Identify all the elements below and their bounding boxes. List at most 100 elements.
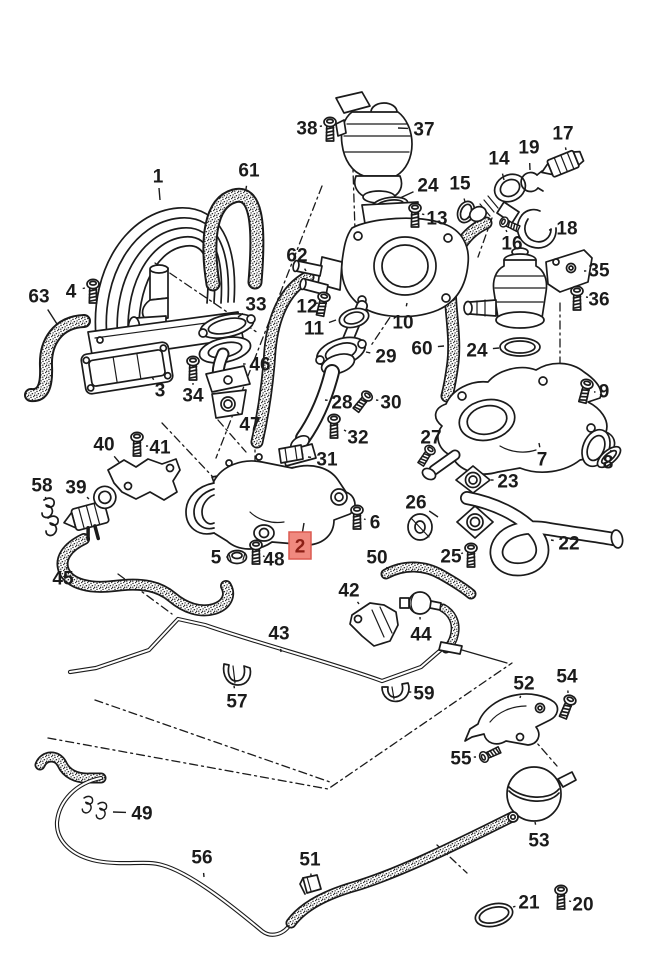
part-number-14[interactable]: 14 [488, 149, 510, 170]
part-label-49[interactable]: 49 [112, 804, 153, 825]
part-label-24[interactable]: 24 [466, 341, 500, 362]
part-label-3[interactable]: 3 [151, 376, 165, 402]
part-label-44[interactable]: 44 [410, 616, 432, 646]
part-label-48[interactable]: 48 [262, 550, 285, 571]
part-number-21[interactable]: 21 [518, 893, 540, 914]
part-number-46[interactable]: 46 [249, 355, 270, 376]
part-number-2[interactable]: 2 [295, 537, 306, 558]
part-number-53[interactable]: 53 [528, 831, 549, 852]
part-label-40[interactable]: 40 [93, 435, 120, 463]
part-label-39[interactable]: 39 [65, 478, 90, 500]
part-label-57[interactable]: 57 [226, 685, 248, 713]
part-label-5[interactable]: 5 [211, 548, 228, 569]
part-number-24[interactable]: 24 [417, 176, 439, 197]
part-label-21[interactable]: 21 [512, 893, 540, 914]
part-label-33[interactable]: 33 [237, 295, 267, 318]
part-label-62[interactable]: 62 [286, 246, 308, 272]
part-number-13[interactable]: 13 [426, 209, 447, 230]
part-number-43[interactable]: 43 [268, 624, 289, 645]
part-number-23[interactable]: 23 [497, 472, 518, 493]
part-number-17[interactable]: 17 [552, 124, 573, 145]
part-number-7[interactable]: 7 [537, 450, 548, 471]
part-number-34[interactable]: 34 [182, 386, 204, 407]
part-number-20[interactable]: 20 [572, 895, 593, 916]
part-label-43[interactable]: 43 [268, 624, 290, 653]
part-number-49[interactable]: 49 [131, 804, 152, 825]
part-label-61[interactable]: 61 [238, 161, 260, 190]
part-number-52[interactable]: 52 [513, 674, 534, 695]
part-label-42[interactable]: 42 [338, 581, 360, 605]
part-label-30[interactable]: 30 [375, 393, 402, 414]
part-label-16[interactable]: 16 [501, 229, 523, 255]
part-number-36[interactable]: 36 [588, 290, 609, 311]
part-label-41[interactable]: 41 [145, 438, 171, 459]
part-label-52[interactable]: 52 [513, 674, 535, 699]
part-number-59[interactable]: 59 [413, 684, 434, 705]
part-label-7[interactable]: 7 [537, 442, 548, 471]
part-label-35[interactable]: 35 [583, 261, 610, 282]
part-number-47[interactable]: 47 [239, 415, 260, 436]
part-number-40[interactable]: 40 [93, 435, 114, 456]
part-number-56[interactable]: 56 [191, 848, 212, 869]
part-number-6[interactable]: 6 [370, 513, 381, 534]
part-label-17[interactable]: 17 [552, 124, 574, 151]
part-label-11[interactable]: 11 [304, 319, 337, 340]
part-label-34[interactable]: 34 [182, 383, 204, 407]
part-label-8[interactable]: 8 [603, 449, 614, 474]
part-number-55[interactable]: 55 [450, 749, 472, 770]
part-label-20[interactable]: 20 [568, 895, 594, 916]
part-number-39[interactable]: 39 [65, 478, 86, 499]
part-label-26[interactable]: 26 [405, 493, 439, 518]
part-number-18[interactable]: 18 [556, 219, 577, 240]
part-number-25[interactable]: 25 [440, 547, 462, 568]
part-label-13[interactable]: 13 [421, 209, 448, 230]
part-number-35[interactable]: 35 [588, 261, 610, 282]
part-number-37[interactable]: 37 [413, 120, 434, 141]
part-number-62[interactable]: 62 [286, 246, 307, 267]
part-number-42[interactable]: 42 [338, 581, 359, 602]
part-number-5[interactable]: 5 [211, 548, 222, 569]
part-label-59[interactable]: 59 [408, 684, 435, 705]
part-label-31[interactable]: 31 [307, 450, 338, 471]
part-number-57[interactable]: 57 [226, 692, 247, 713]
part-number-31[interactable]: 31 [316, 450, 338, 471]
part-label-10[interactable]: 10 [392, 302, 414, 334]
part-label-27[interactable]: 27 [420, 428, 441, 449]
part-label-56[interactable]: 56 [191, 848, 213, 878]
part-number-30[interactable]: 30 [380, 393, 401, 414]
part-label-46[interactable]: 46 [243, 355, 271, 376]
part-label-37[interactable]: 37 [397, 120, 435, 141]
part-label-63[interactable]: 63 [28, 287, 58, 325]
part-label-58[interactable]: 58 [31, 476, 53, 500]
part-label-25[interactable]: 25 [440, 547, 464, 568]
part-number-60[interactable]: 60 [411, 339, 432, 360]
part-label-54[interactable]: 54 [556, 667, 578, 694]
part-number-41[interactable]: 41 [149, 438, 171, 459]
part-label-60[interactable]: 60 [411, 339, 445, 360]
part-label-18[interactable]: 18 [548, 219, 578, 240]
part-number-50[interactable]: 50 [366, 548, 387, 569]
part-label-51[interactable]: 51 [299, 850, 321, 877]
part-number-4[interactable]: 4 [66, 282, 77, 303]
part-label-55[interactable]: 55 [450, 749, 477, 770]
part-number-33[interactable]: 33 [245, 295, 266, 316]
part-label-22[interactable]: 22 [550, 534, 580, 555]
part-number-44[interactable]: 44 [410, 625, 432, 646]
part-label-4[interactable]: 4 [66, 282, 86, 303]
part-number-45[interactable]: 45 [52, 569, 74, 590]
part-label-47[interactable]: 47 [236, 411, 261, 436]
part-label-45[interactable]: 45 [52, 566, 74, 590]
part-label-32[interactable]: 32 [343, 428, 369, 449]
part-label-6[interactable]: 6 [363, 513, 381, 534]
part-number-29[interactable]: 29 [375, 347, 396, 368]
part-number-9[interactable]: 9 [599, 382, 610, 403]
part-label-19[interactable]: 19 [518, 138, 540, 171]
part-label-23[interactable]: 23 [490, 472, 519, 493]
part-number-28[interactable]: 28 [331, 393, 352, 414]
part-number-38[interactable]: 38 [296, 119, 317, 140]
part-number-19[interactable]: 19 [518, 138, 539, 159]
part-label-50[interactable]: 50 [366, 548, 389, 570]
part-label-9[interactable]: 9 [593, 382, 610, 403]
part-number-58[interactable]: 58 [31, 476, 52, 497]
part-label-24[interactable]: 24 [399, 176, 439, 199]
